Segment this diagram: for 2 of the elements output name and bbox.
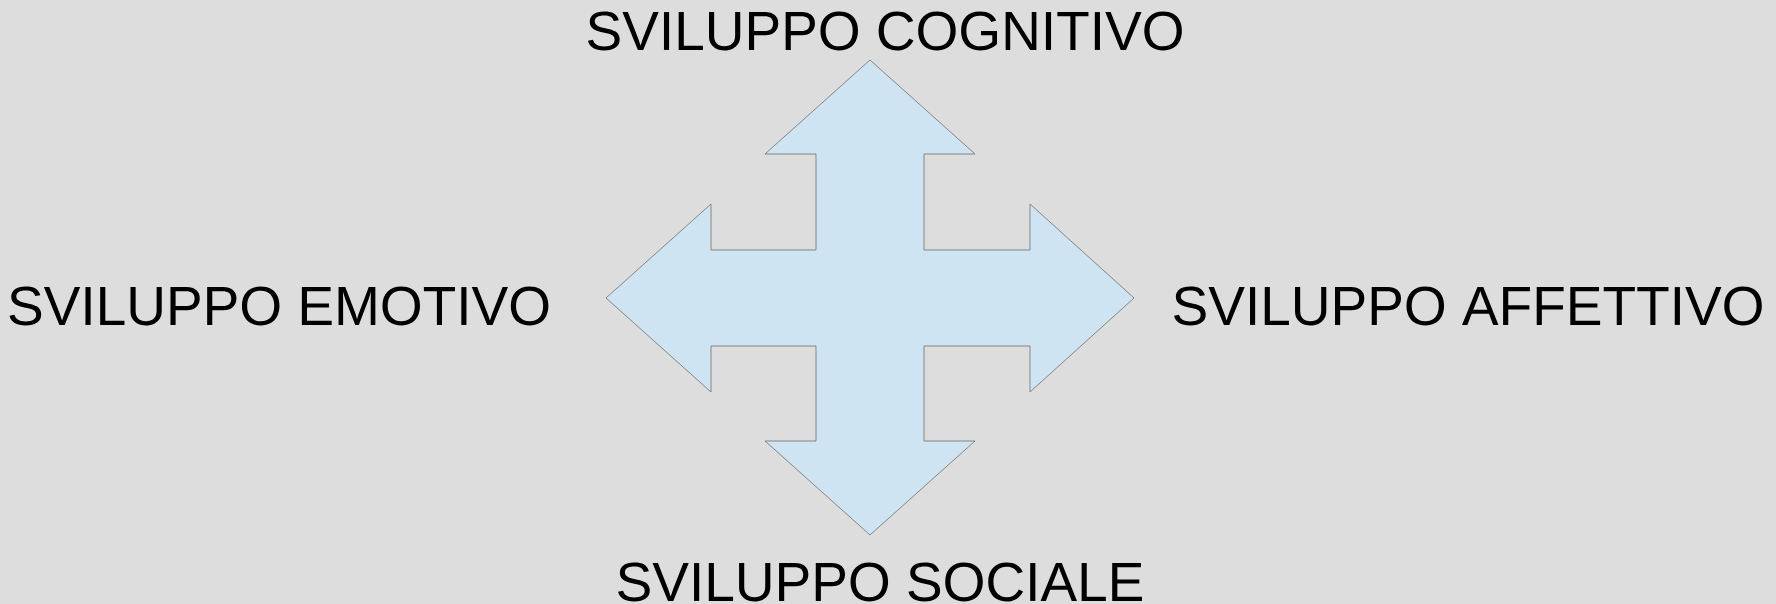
four-way-arrow <box>605 59 1135 536</box>
heading-label: SVILUPPO EMOTIVO <box>9 286 549 326</box>
